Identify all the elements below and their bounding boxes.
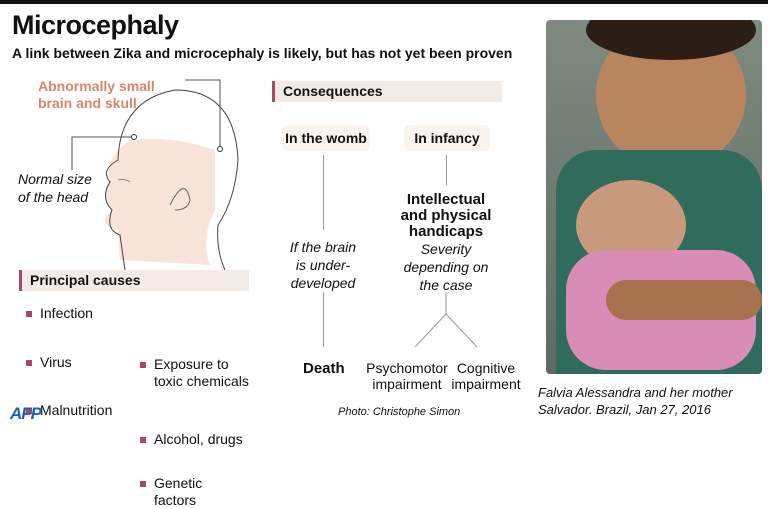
normal-head-label: Normal size of the head [18,170,92,206]
womb-condition: If the brain is under-developed [289,239,357,291]
small-brain-label: Abnormally small brain and skull [38,78,155,111]
cause-item: Virus [24,354,768,371]
infancy-label: In infancy [404,125,490,151]
caption-line1: Falvia Alessandra and her mother [538,385,733,400]
cognitive-impairment: Cognitive impairment [451,360,521,392]
consequences-heading: Consequences [272,81,502,102]
normal-label-line2: of the head [18,189,89,205]
handicaps-outcome: Intellectual and physical handicaps [400,191,492,240]
afp-logo: AFP [10,404,42,423]
cause-item: Infection [24,305,768,322]
subtitle: A link between Zika and microcephaly is … [12,45,513,61]
branch-connector [414,292,478,348]
psychomotor-impairment: Psychomotor impairment [366,360,448,392]
photo-credit: Photo: Christophe Simon [338,406,461,418]
cause-item: Alcohol, drugs [138,431,768,448]
caption-line2: Salvador. Brazil, Jan 27, 2016 [538,402,711,417]
page-title: Microcephaly [12,10,179,40]
connector [323,292,324,347]
death-outcome: Death [303,360,345,377]
severity-text: Severity depending on the case [403,241,489,293]
baby-head-illustration [71,79,239,271]
photo-mother-and-baby [546,20,762,374]
womb-label: In the womb [282,125,370,151]
cause-item: Exposure to toxic chemicals [138,356,258,390]
cause-item: Genetic factors [138,475,218,509]
connector [446,155,447,185]
connector [323,155,324,230]
cause-item: Malnutrition [24,402,768,419]
top-bar [0,0,768,4]
normal-label-line1: Normal size [18,171,92,187]
causes-heading: Principal causes [19,270,249,291]
